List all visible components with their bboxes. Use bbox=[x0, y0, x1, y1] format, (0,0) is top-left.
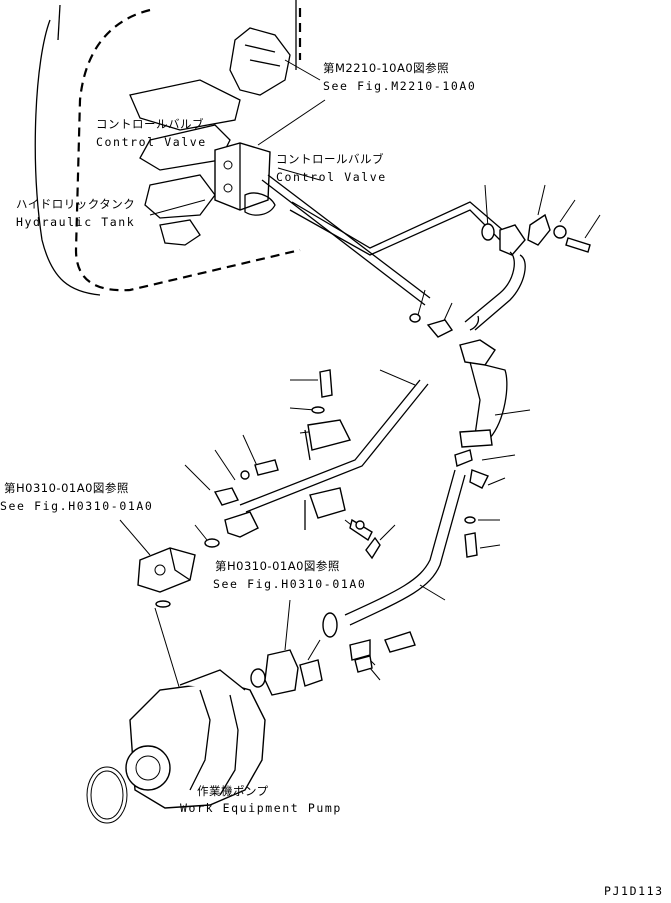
hydraulic-tank-outline bbox=[34, 0, 302, 296]
valve-flange-block bbox=[214, 142, 276, 216]
pump-jp-label: 作業機ポンプ bbox=[197, 784, 269, 798]
upper-right-fittings bbox=[464, 213, 591, 331]
pump-en-label: Work Equipment Pump bbox=[180, 801, 342, 815]
pump-outlet-flange bbox=[250, 649, 323, 696]
ref-h0310-left-jp-label: 第H0310-01A0図参照 bbox=[4, 481, 129, 495]
left-flange-block bbox=[137, 547, 196, 608]
control-valve-jp-label-1: コントロールバルブ bbox=[96, 117, 204, 131]
ref-h0310-mid-en-label: See Fig.H0310-01A0 bbox=[213, 577, 367, 591]
control-valve-jp-label-2: コントロールバルブ bbox=[276, 152, 384, 166]
control-valve-en-label-1: Control Valve bbox=[96, 135, 207, 149]
clamp-assembly bbox=[304, 369, 352, 530]
control-valve-en-label-2: Control Valve bbox=[276, 170, 387, 184]
upper-return-hose bbox=[261, 174, 506, 306]
pressure-pipe bbox=[239, 379, 429, 513]
hydraulic-tank-en-label: Hydraulic Tank bbox=[16, 215, 136, 229]
drawing-code: PJ1D113 bbox=[604, 884, 664, 898]
right-small-parts bbox=[349, 449, 489, 560]
hydraulic-tank-jp-label: ハイドロリックタンク bbox=[16, 197, 136, 211]
suction-hose bbox=[322, 469, 466, 673]
ref-h0310-left-en-label: See Fig.H0310-01A0 bbox=[0, 499, 154, 513]
middle-fittings bbox=[409, 313, 508, 448]
ref-h0310-mid-jp-label: 第H0310-01A0図参照 bbox=[215, 559, 340, 573]
work-equipment-pump bbox=[86, 669, 266, 824]
ref-m2210-jp-label: 第M2210-10A0図参照 bbox=[323, 61, 450, 75]
ref-m2210-en-label: See Fig.M2210-10A0 bbox=[323, 79, 477, 93]
left-flange-parts bbox=[204, 459, 279, 548]
